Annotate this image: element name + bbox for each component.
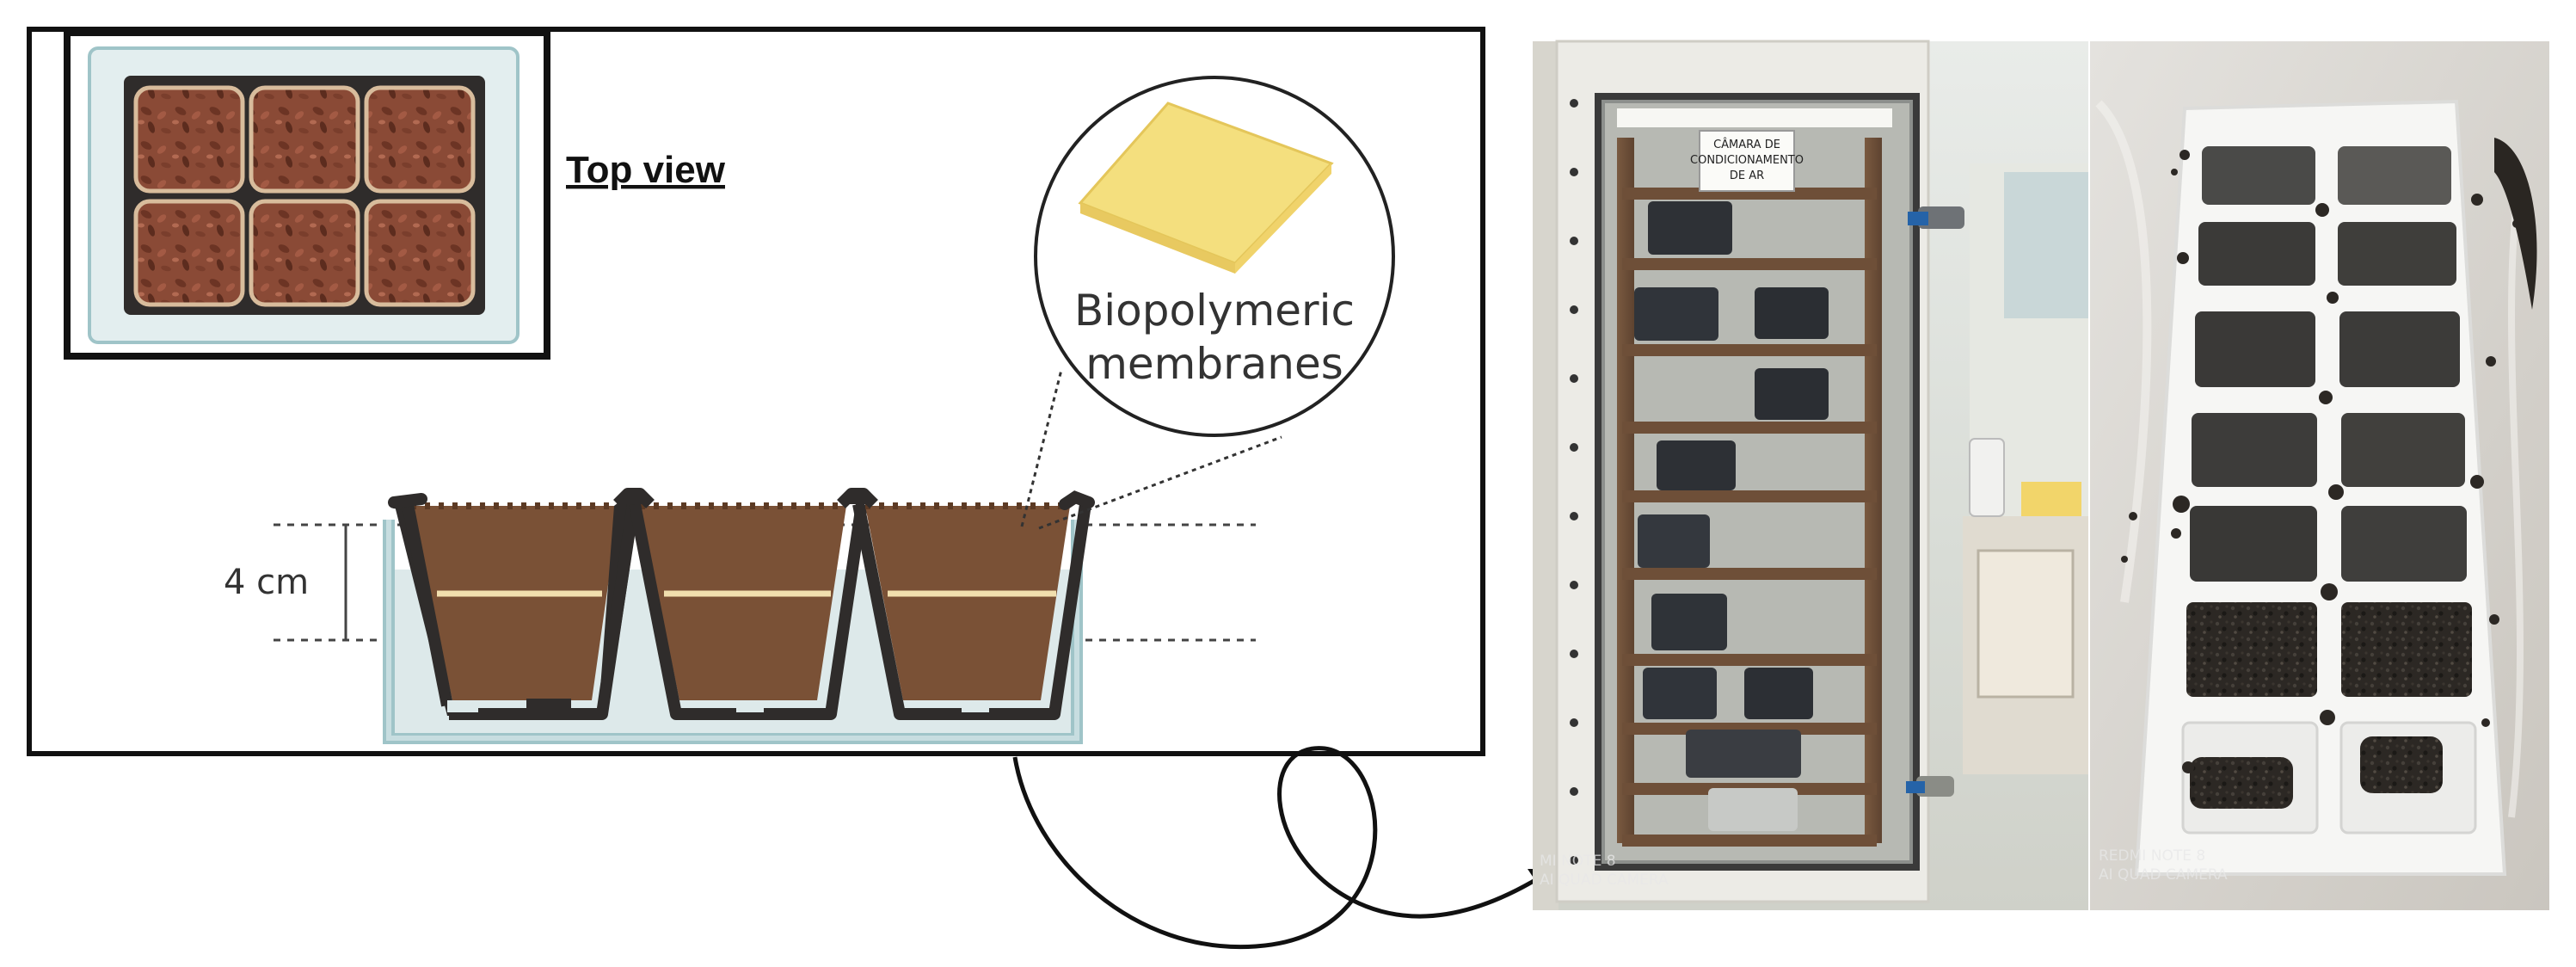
membrane-label-line1: Biopolymeric [1074, 286, 1355, 336]
top-view-well [133, 199, 245, 307]
scattered-soil [2121, 150, 2521, 773]
rack-shelves [1622, 188, 1877, 847]
depth-label: 4 cm [224, 563, 309, 602]
membrane-label-line2: membranes [1085, 339, 1343, 389]
top-view-inset [64, 29, 550, 360]
loop-arrow [1012, 746, 1541, 950]
top-view-well [249, 85, 360, 194]
tray-cells [2181, 146, 2477, 835]
top-view-well [133, 85, 245, 194]
sample-boxes [1634, 201, 1829, 831]
tray-watermark-line2: AI QUAD CAMERA [2099, 866, 2228, 884]
top-view-well [364, 85, 476, 194]
chamber-sign-line3: DE AR [1730, 169, 1764, 182]
top-view-well [249, 199, 360, 307]
top-view-wells [133, 85, 476, 307]
soil-clump-edge [2494, 138, 2537, 310]
callout-leader-line [1020, 369, 1063, 527]
photo-seedling-tray: REDMI NOTE 8 AI QUAD CAMERA [2090, 41, 2549, 910]
pot-1 [393, 496, 640, 720]
pot-2 [629, 502, 868, 720]
chamber-sign-line1: CÂMARA DE [1713, 138, 1780, 151]
tray-watermark-line1: REDMI NOTE 8 [2099, 847, 2205, 865]
seedling-pots [388, 488, 1095, 720]
callout-leader-line [1038, 435, 1282, 530]
membrane-callout [1034, 76, 1395, 437]
top-view-well [364, 199, 476, 307]
chamber-watermark-line2: AI QUAD CAMERA [1540, 872, 1669, 889]
photo-conditioning-chamber: CÂMARA DE CONDICIONAMENTO DE AR MI NOTE … [1533, 40, 2088, 910]
pot-3 [852, 502, 1091, 720]
chamber-sign [1699, 130, 1795, 192]
chamber-sign-line2: CONDICIONAMENTO [1690, 154, 1804, 167]
top-view-label: Top view [566, 149, 726, 191]
chamber-watermark-line1: MI NOTE 8 [1540, 853, 1616, 870]
